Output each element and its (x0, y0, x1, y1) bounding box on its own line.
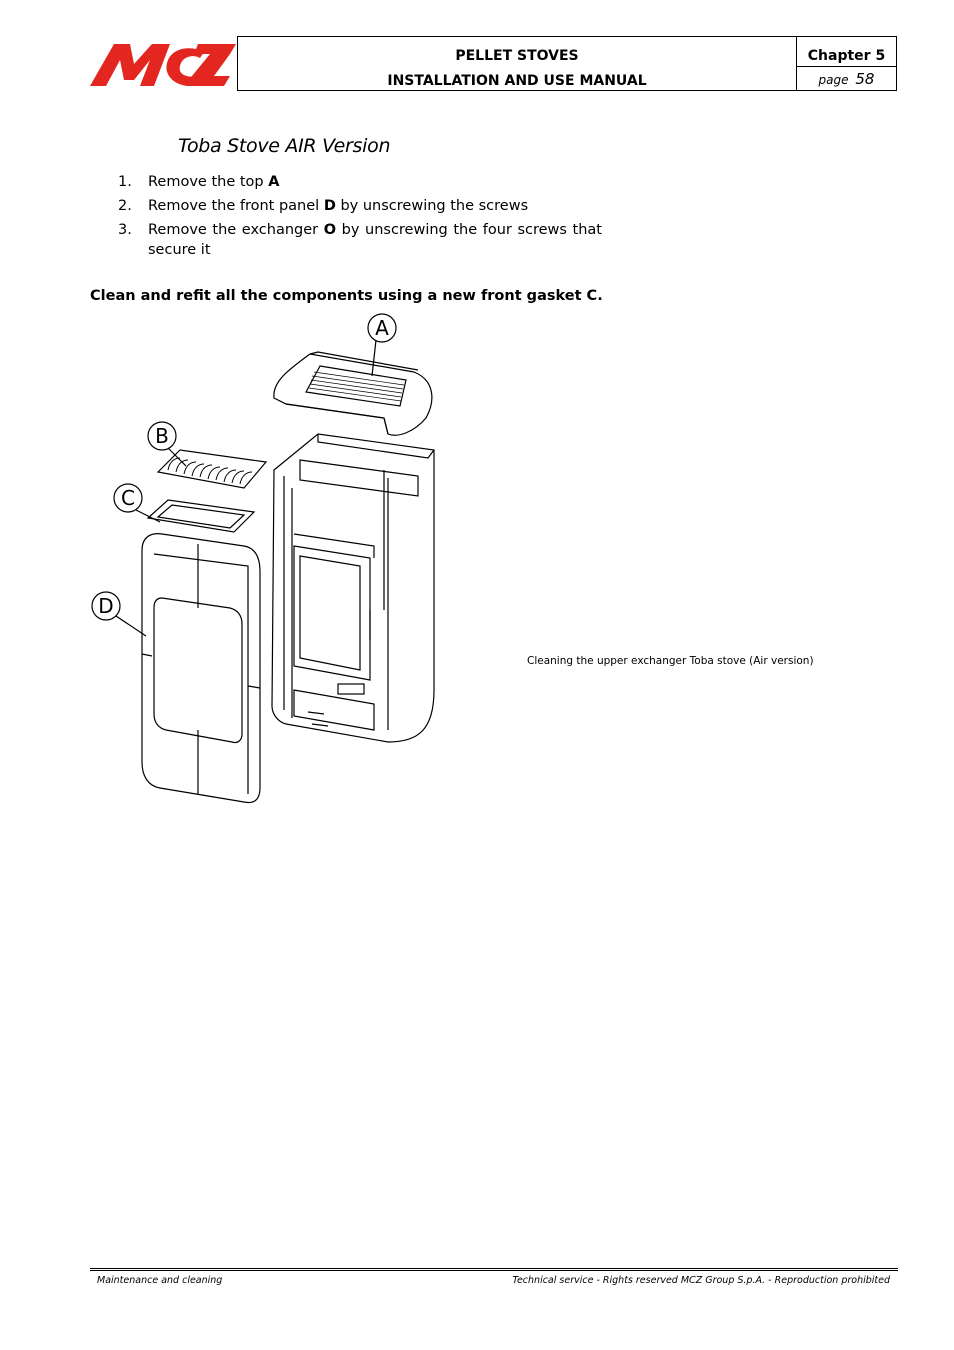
label-b: B (155, 424, 169, 448)
header-title-cell: PELLET STOVES INSTALLATION AND USE MANUA… (238, 37, 797, 90)
header-box: PELLET STOVES INSTALLATION AND USE MANUA… (237, 36, 897, 91)
front-panel (141, 533, 261, 804)
label-a: A (375, 316, 389, 340)
step-text: Remove the front panel (148, 198, 324, 214)
label-c: C (121, 486, 135, 510)
step-key: O (323, 222, 337, 238)
stove-exploded-diagram: A B C D (91, 313, 435, 804)
figure-caption: Cleaning the upper exchanger Toba stove … (527, 655, 814, 667)
step-item: 1. Remove the top A (118, 172, 602, 192)
step-item: 3. Remove the exchanger O by unscrewing … (118, 220, 602, 260)
note-text: Clean and refit all the components using… (90, 288, 603, 304)
header-line2: INSTALLATION AND USE MANUAL (387, 73, 647, 89)
label-d-callout (91, 591, 147, 637)
front-gasket (146, 499, 256, 533)
mcz-logo (90, 44, 236, 86)
footer-rule (90, 1268, 898, 1271)
header-chapter-cell: Chapter 5 page 58 (797, 37, 896, 90)
step-key: D (323, 198, 336, 214)
step-text-end: by unscrewing the screws (335, 198, 529, 214)
header-line1: PELLET STOVES (455, 48, 579, 64)
page-number: 58 (855, 70, 875, 88)
step-number: 1. (118, 174, 132, 190)
label-b-callout (147, 421, 187, 467)
chapter-label: Chapter 5 (797, 37, 896, 67)
step-item: 2. Remove the front panel D by unscrewin… (118, 196, 602, 216)
step-key: A (268, 174, 280, 190)
stove-body (271, 433, 435, 743)
label-d: D (98, 594, 113, 618)
page-label: page (818, 73, 849, 87)
step-text: Remove the exchanger (148, 222, 324, 238)
fire-grate (156, 449, 268, 489)
step-text-end: by unscrewing the four screws that secur… (148, 222, 602, 258)
step-text: Remove the top (148, 174, 269, 190)
footer-left: Maintenance and cleaning (97, 1275, 223, 1286)
top-cover (273, 351, 433, 436)
label-a-callout (367, 313, 397, 377)
footer-right: Technical service - Rights reserved MCZ … (512, 1275, 890, 1286)
page-indicator: page 58 (797, 67, 896, 92)
label-c-callout (113, 483, 161, 523)
step-number: 3. (118, 222, 132, 238)
section-title: Toba Stove AIR Version (178, 135, 391, 157)
step-number: 2. (118, 198, 132, 214)
steps-list: 1. Remove the top A 2. Remove the front … (118, 172, 602, 264)
